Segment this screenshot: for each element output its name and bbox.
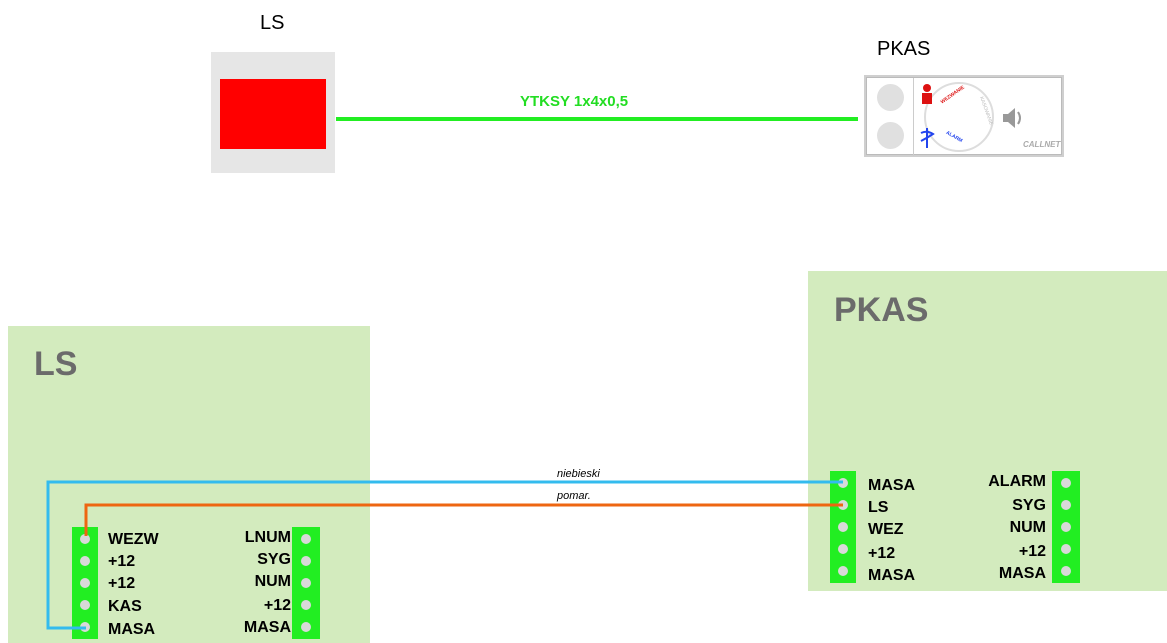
ls-terminal-label: MASA — [108, 621, 156, 638]
terminal-pin — [1061, 544, 1071, 554]
ls-terminal-label: SYG — [257, 551, 291, 568]
ls-terminal-label: +12 — [108, 553, 136, 570]
speaker-icon — [1003, 108, 1021, 128]
person-icon — [922, 84, 932, 104]
terminal-pin — [80, 534, 90, 544]
pkas-brand: CALLNET — [1023, 140, 1061, 149]
terminal-pin — [1061, 566, 1071, 576]
wire-label-blue: niebieski — [557, 468, 600, 480]
ls-terminal-label: +12 — [263, 597, 291, 614]
pkas-terminal-label: +12 — [1018, 543, 1046, 560]
pkas-terminal-label: NUM — [1009, 519, 1046, 536]
pkas-terminal-label: LS — [868, 499, 889, 516]
wire-orange — [84, 503, 843, 536]
terminal-pin — [80, 556, 90, 566]
pkas-button-bottom — [877, 122, 904, 149]
cable-label: YTKSY 1x4x0,5 — [520, 93, 629, 110]
terminal-pin — [1061, 522, 1071, 532]
terminal-pin — [838, 544, 848, 554]
ls-terminal-label: +12 — [108, 575, 136, 592]
caduceus-icon — [920, 128, 935, 148]
cable-line — [336, 117, 858, 121]
terminal-pin — [301, 622, 311, 632]
ls-terminal-label: LNUM — [244, 529, 291, 546]
ls-terminal-label: WEZW — [108, 531, 159, 548]
pkas-terminal-strip-left — [830, 471, 856, 583]
ls-terminal-label: MASA — [243, 619, 291, 636]
terminal-pin — [80, 600, 90, 610]
terminal-pin — [1061, 478, 1071, 488]
pkas-device: WEZWANIE ALARM KASOWANIE CALLNET — [864, 75, 1064, 157]
terminal-pin — [301, 578, 311, 588]
terminal-pin — [301, 600, 311, 610]
terminal-pin — [301, 534, 311, 544]
pkas-terminal-label: SYG — [1012, 497, 1046, 514]
pkas-faceplate-graphic — [920, 82, 1021, 152]
pkas-terminal-strip-right — [1052, 471, 1080, 583]
pkas-terminal-label: MASA — [868, 567, 916, 584]
terminal-pin — [1061, 500, 1071, 510]
terminal-pin — [838, 566, 848, 576]
wire-label-orange: pomar. — [557, 490, 591, 502]
ls-terminal-label: KAS — [108, 598, 142, 615]
pkas-panel-title: PKAS — [834, 291, 929, 329]
ls-terminal-strip-left — [72, 527, 98, 639]
wire-blue — [46, 480, 843, 630]
ls-device-label: LS — [260, 12, 285, 34]
terminal-pin — [301, 556, 311, 566]
pkas-terminal-label: MASA — [868, 477, 916, 494]
pkas-device-label: PKAS — [877, 38, 931, 60]
ls-terminal-label: NUM — [254, 573, 291, 590]
ls-red-indicator — [220, 79, 326, 149]
terminal-pin — [80, 578, 90, 588]
terminal-pin — [838, 522, 848, 532]
ls-panel-title: LS — [34, 345, 78, 383]
ls-terminal-strip-right — [292, 527, 320, 639]
pkas-terminal-label: WEZ — [868, 521, 904, 538]
ls-device — [211, 52, 335, 173]
pkas-panel — [808, 271, 1167, 591]
pkas-terminal-label: ALARM — [988, 473, 1046, 490]
pkas-button-top — [877, 84, 904, 111]
pkas-terminal-label: MASA — [998, 565, 1046, 582]
pkas-terminal-label: +12 — [868, 545, 896, 562]
